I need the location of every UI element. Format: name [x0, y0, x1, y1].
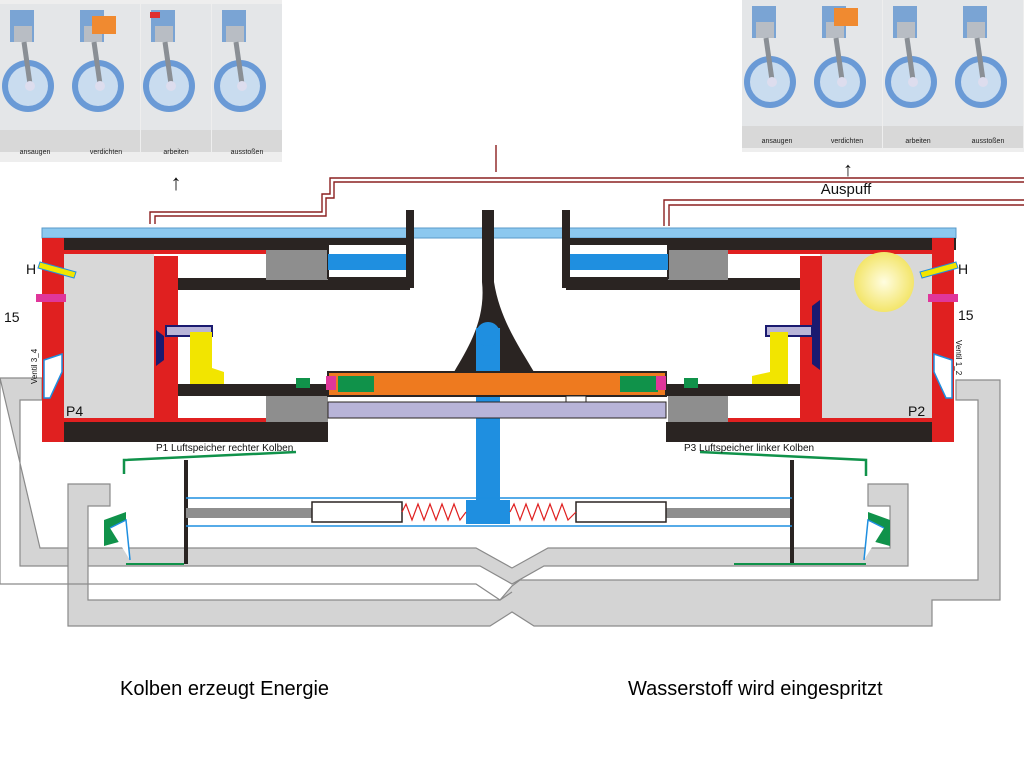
stroke-label: ansaugen: [20, 149, 51, 156]
stroke-label: ansaugen: [762, 138, 793, 145]
stroke-label: ausstoßen: [972, 138, 1005, 145]
air-reservoir: [104, 450, 890, 565]
auspuff-label: Auspuff: [821, 181, 872, 198]
ventil-label: Ventil 3_4: [30, 348, 39, 384]
stroke-label: ausstoßen: [231, 149, 264, 156]
p2-label: P2: [908, 403, 925, 419]
h-label: H: [26, 261, 36, 277]
ignition-flash-icon: [854, 252, 914, 312]
h-label: H: [958, 261, 968, 277]
exhaust-lines: [149, 145, 1024, 226]
left-cylinder: [36, 210, 414, 442]
p4-label: P4: [66, 403, 83, 419]
caption-right: Wasserstoff wird eingespritzt: [628, 678, 883, 700]
stroke-cycle-right: ansaugen verdichten arbeiten ausstoßen: [742, 0, 1024, 152]
p1-label: P1 Luftspeicher rechter Kolben: [156, 443, 293, 454]
right-cylinder: [562, 210, 959, 442]
ventil-label: Ventil 1_2: [954, 340, 963, 376]
stroke-label: arbeiten: [163, 149, 188, 156]
top-bar: [41, 227, 957, 239]
number-label: 15: [4, 309, 20, 325]
number-label: 15: [958, 307, 974, 323]
central-housing: [296, 210, 698, 524]
stroke-cycle-left: ansaugen verdichten arbeiten ausstoßen: [0, 0, 282, 162]
stroke-label: verdichten: [90, 149, 122, 156]
arrow-up-icon: ↑: [843, 159, 853, 181]
caption-left: Kolben erzeugt Energie: [120, 678, 329, 700]
arrow-up-icon: ↑: [171, 170, 182, 195]
stroke-label: arbeiten: [905, 138, 930, 145]
p3-label: P3 Luftspeicher linker Kolben: [684, 443, 814, 454]
stroke-label: verdichten: [831, 138, 863, 145]
